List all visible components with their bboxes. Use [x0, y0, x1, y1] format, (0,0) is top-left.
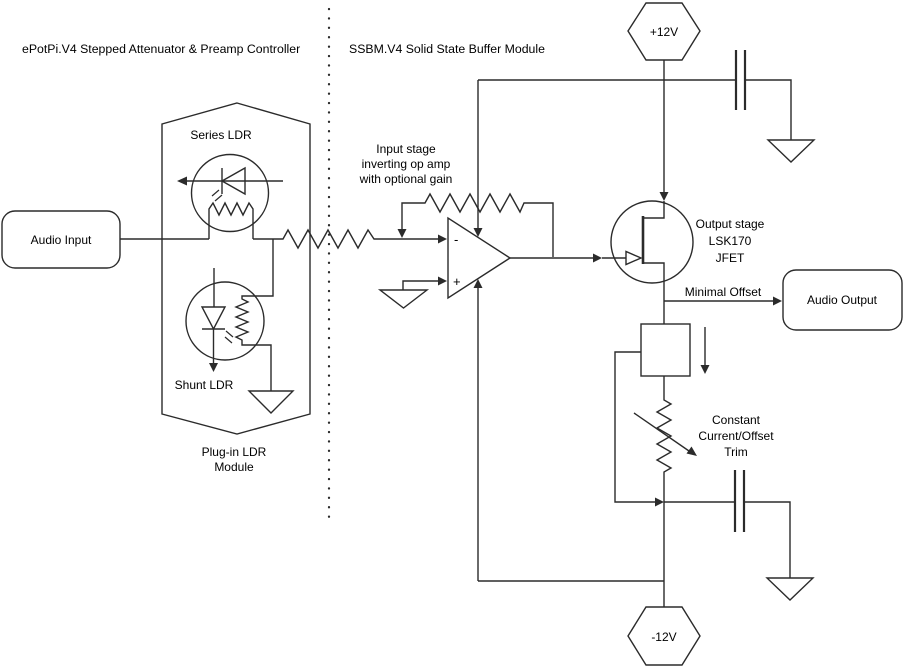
audio-input-label: Audio Input — [31, 233, 92, 247]
output-stage-note-line1: Output stage — [696, 217, 765, 231]
current-direction-arrowhead — [700, 365, 710, 374]
shunt-led-icon — [200, 268, 234, 372]
negative-rail: -12V — [478, 470, 815, 666]
trim-pot-wiper-line — [633, 412, 690, 452]
negative-rail-wire — [478, 580, 665, 607]
positive-supply-hexagon — [627, 2, 701, 61]
feedback-resistor — [401, 192, 554, 257]
opamp: - + — [377, 80, 602, 581]
input-stage-note-line3: with optional gain — [359, 172, 453, 186]
minimal-offset-label: Minimal Offset — [685, 285, 762, 299]
input-series-resistor — [273, 228, 438, 250]
series-ldr-optocoupler — [177, 153, 283, 240]
top-capacitor-ground-wire — [745, 79, 792, 140]
series-led-icon — [177, 166, 283, 202]
right-module: SSBM.V4 Solid State Buffer Module Input … — [273, 2, 903, 666]
series-photoresistor-icon — [208, 201, 254, 239]
shunt-ldr-circle — [185, 281, 265, 361]
shunt-ldr-label: Shunt LDR — [175, 378, 234, 392]
audio-output-label: Audio Output — [807, 293, 878, 307]
opamp-minus-input-arrowhead — [438, 234, 447, 244]
current-source-feedback-wire — [614, 351, 655, 503]
opamp-triangle — [447, 216, 512, 300]
series-ldr-label: Series LDR — [190, 128, 252, 142]
bottom-capacitor-icon — [733, 470, 746, 532]
positive-supply-label: +12V — [650, 25, 678, 39]
right-module-title: SSBM.V4 Solid State Buffer Module — [349, 42, 545, 56]
shunt-ground-icon — [247, 390, 295, 414]
jfet-drain-lead — [643, 201, 665, 219]
negative-supply-hexagon — [627, 606, 701, 666]
opamp-positive-supply-arrowhead — [473, 228, 483, 237]
output-stage-note-line3: JFET — [716, 251, 745, 265]
shunt-led-light-rays-icon — [224, 330, 234, 344]
bottom-capacitor-ground-wire — [744, 501, 791, 578]
jfet-gate-triangle — [625, 250, 643, 266]
shunt-ldr-optocoupler: Shunt LDR — [175, 239, 295, 414]
input-stage-note-line1: Input stage — [376, 142, 436, 156]
jfet-source-wire — [643, 262, 665, 324]
feedback-arrowhead — [397, 229, 407, 238]
audio-output-box — [782, 269, 903, 331]
audio-output-branch: Minimal Offset Audio Output — [664, 269, 903, 331]
left-module-title: ePotPi.V4 Stepped Attenuator & Preamp Co… — [22, 42, 300, 56]
opamp-plus-input-wire — [402, 280, 438, 290]
trim-pot-resistor — [655, 376, 673, 581]
top-capacitor-icon — [734, 50, 747, 110]
opamp-plus-sign: + — [453, 274, 461, 289]
shunt-led-triangle — [200, 306, 227, 331]
current-source — [614, 323, 710, 507]
trim-potentiometer: Constant Current/Offset Trim — [633, 376, 774, 581]
ldr-module-caption-line1: Plug-in LDR — [202, 445, 267, 459]
trim-note-line1: Constant — [712, 413, 761, 427]
positive-rail: +12V — [478, 2, 816, 163]
top-ground-icon — [766, 139, 816, 163]
jfet-drain-arrowhead — [659, 192, 669, 201]
jfet-gate-arrowhead — [593, 253, 602, 263]
shunt-photoresistor-icon — [234, 239, 274, 391]
current-source-box — [640, 323, 691, 377]
series-ldr-circle — [190, 153, 270, 233]
output-stage-note-line2: LSK170 — [709, 234, 752, 248]
series-led-arrowhead — [177, 176, 187, 186]
opamp-minus-sign: - — [454, 232, 458, 247]
negative-supply-label: -12V — [651, 630, 676, 644]
jfet-output-stage: Output stage LSK170 JFET — [602, 60, 765, 324]
opamp-plus-input-arrowhead — [438, 276, 447, 286]
series-led-light-rays-icon — [211, 189, 223, 202]
trim-pot-wiper-arrowhead — [686, 446, 697, 456]
shunt-led-arrowhead — [209, 363, 218, 372]
node-arrowhead — [655, 497, 664, 507]
opamp-negative-supply-arrowhead — [473, 279, 483, 288]
series-led-triangle — [220, 166, 246, 196]
jfet-circle — [610, 200, 694, 284]
trim-note-line3: Trim — [724, 445, 748, 459]
input-stage-note-line2: inverting op amp — [362, 157, 451, 171]
trim-note-line2: Current/Offset — [698, 429, 774, 443]
ldr-module-outline — [161, 102, 311, 435]
left-module: ePotPi.V4 Stepped Attenuator & Preamp Co… — [1, 42, 311, 474]
bottom-ground-icon — [765, 577, 815, 601]
ldr-module-caption-line2: Module — [214, 460, 254, 474]
audio-output-arrowhead — [773, 296, 782, 306]
opamp-ground-icon — [377, 289, 430, 309]
